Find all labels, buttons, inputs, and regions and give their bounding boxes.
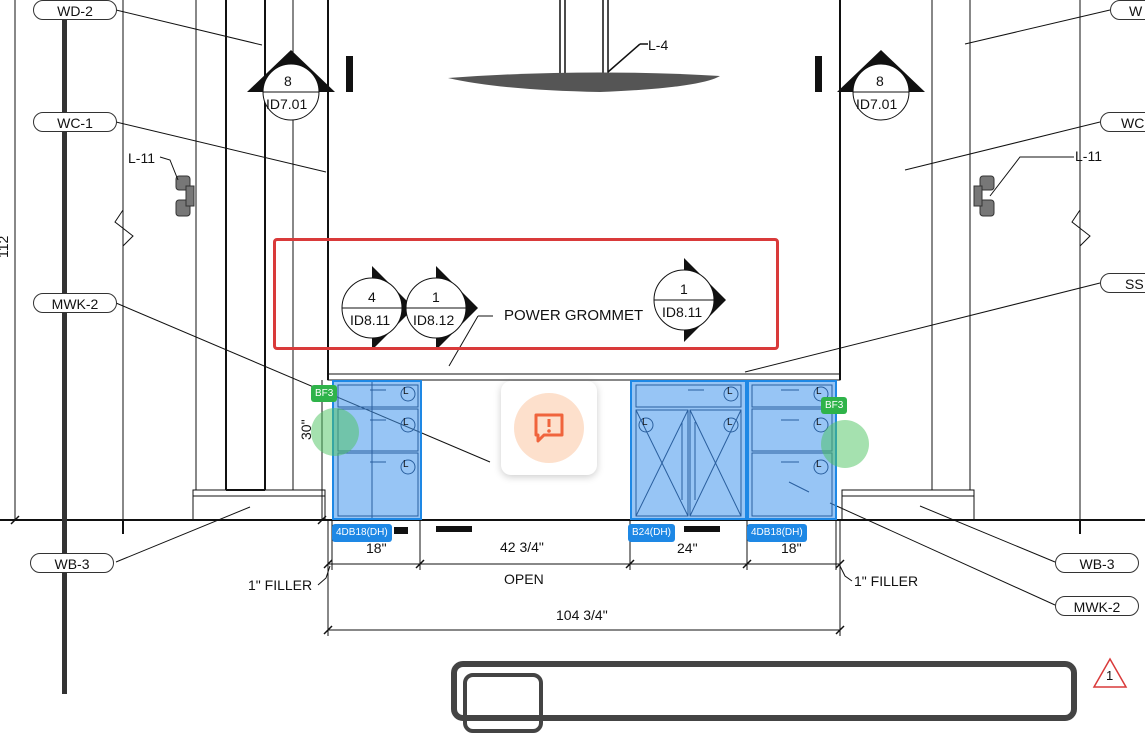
section-marker-2-number: 1 [432, 289, 440, 305]
center-width-dimension: 24" [677, 540, 698, 556]
tag-wc-1: WC-1 [33, 112, 117, 132]
comment-pin[interactable] [501, 381, 597, 475]
cabinet-right-drawers [751, 384, 833, 517]
elevation-marker-left-number: 8 [284, 73, 292, 89]
bf-tag-right[interactable]: BF3 [821, 397, 848, 414]
filler-right-label: 1" FILLER [854, 573, 919, 589]
cabinet-tag-center[interactable]: B24(DH) [628, 524, 675, 542]
tag-wc-right: WC [1100, 112, 1145, 132]
section-marker-1-sheet: ID8.11 [350, 312, 391, 328]
hinge-mark: L [816, 386, 822, 397]
bf-marker-left[interactable] [311, 408, 359, 456]
elevation-marker-left-sheet: ID7.01 [266, 96, 308, 112]
hinge-mark: L [816, 459, 822, 470]
left-width-dimension: 18" [366, 540, 387, 556]
pendant-label: L-4 [648, 37, 669, 53]
tag-mwk-2-left: MWK-2 [33, 293, 117, 313]
section-marker-1-number: 4 [368, 289, 376, 305]
bottom-panel-thumbnail[interactable] [463, 673, 543, 733]
tag-ss-right: SS [1100, 273, 1145, 293]
elevation-drawing [0, 0, 1145, 694]
markup-rectangle[interactable] [273, 238, 779, 350]
elevation-marker-right-number: 8 [876, 73, 884, 89]
open-width-dimension: 42 3/4" [500, 539, 544, 555]
sconce-left-label: L-11 [128, 150, 155, 166]
side-height-dimension: 112 [0, 235, 11, 258]
right-width-dimension: 18" [781, 540, 802, 556]
cabinet-tag-left[interactable]: 4DB18(DH) [332, 524, 392, 542]
hinge-mark: L [727, 386, 733, 397]
filler-left-label: 1" FILLER [248, 577, 313, 593]
tag-wb-3-right: WB-3 [1055, 553, 1139, 573]
cabinet-left-drawers [337, 382, 419, 518]
bf-marker-right[interactable] [821, 420, 869, 468]
total-width-dimension: 104 3/4" [556, 607, 608, 623]
height-dimension: 30" [298, 419, 314, 440]
hinge-mark: L [816, 417, 822, 428]
section-marker-3-number: 1 [680, 281, 688, 297]
tag-mwk-2-right: MWK-2 [1055, 596, 1139, 616]
hinge-mark: L [727, 417, 733, 428]
cabinet-center-doors [635, 384, 742, 517]
bf-tag-left[interactable]: BF3 [311, 385, 338, 402]
warning-triangle-icon [1092, 657, 1128, 688]
hinge-mark: L [403, 459, 409, 470]
cabinet-tag-right[interactable]: 4DB18(DH) [747, 524, 807, 542]
hinge-mark: L [642, 417, 648, 428]
comment-alert-icon [514, 393, 584, 463]
hinge-mark: L [403, 417, 409, 428]
power-grommet-label: POWER GROMMET [504, 307, 644, 324]
hinge-mark: L [403, 386, 409, 397]
warning-badge[interactable]: 1 [1092, 656, 1128, 690]
elevation-marker-right-sheet: ID7.01 [856, 96, 898, 112]
section-marker-3-sheet: ID8.11 [662, 304, 703, 320]
tag-wb-3-left: WB-3 [30, 553, 114, 573]
sconce-right-label: L-11 [1075, 148, 1102, 164]
tag-wd-2: WD-2 [33, 0, 117, 20]
cabinet-center[interactable]: L L L [630, 380, 747, 520]
open-label: OPEN [504, 571, 544, 587]
warning-count: 1 [1106, 668, 1114, 683]
bottom-panel[interactable] [451, 661, 1077, 733]
tag-w-right: W [1110, 0, 1145, 20]
section-marker-2-sheet: ID8.12 [413, 312, 455, 328]
